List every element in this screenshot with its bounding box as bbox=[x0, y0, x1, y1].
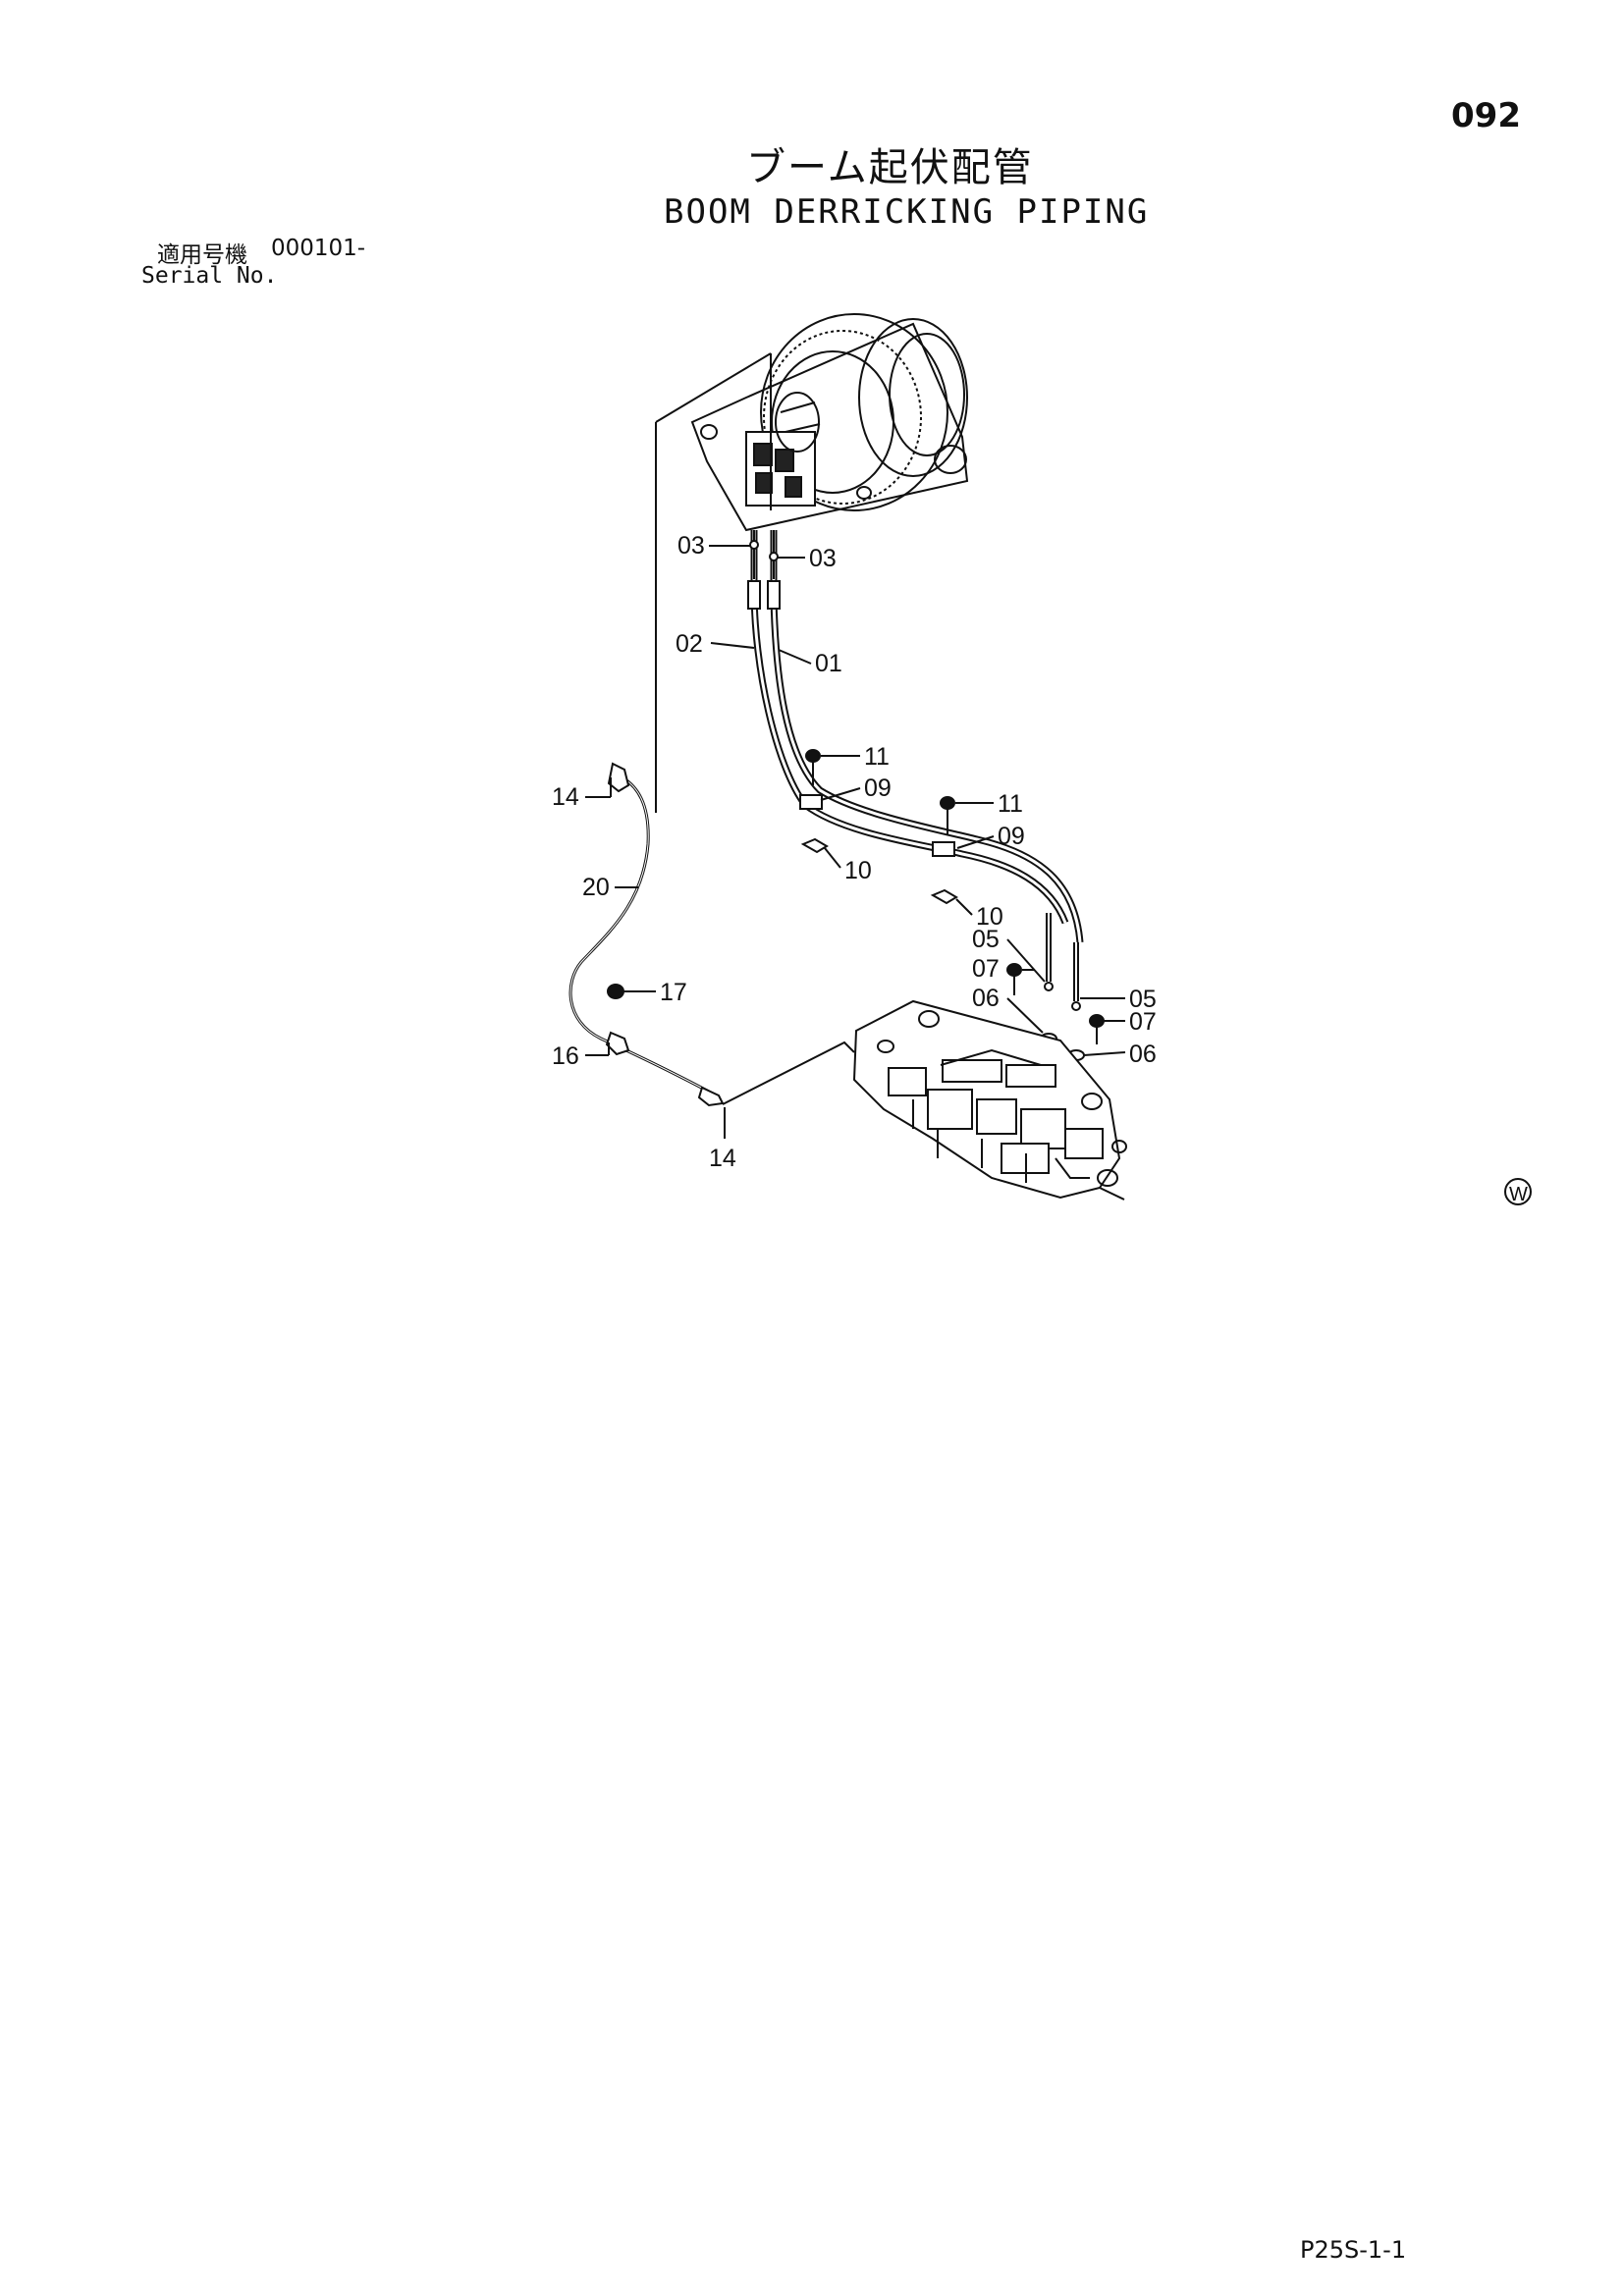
callout-09-upper: 09 bbox=[864, 774, 892, 802]
callout-03-right: 03 bbox=[809, 545, 837, 572]
callout-03-left: 03 bbox=[677, 532, 705, 560]
callout-09-lower: 09 bbox=[998, 823, 1025, 850]
callout-02: 02 bbox=[676, 630, 703, 658]
callout-11-lower: 11 bbox=[998, 790, 1023, 818]
winch-drum bbox=[690, 313, 969, 532]
callout-16: 16 bbox=[552, 1042, 579, 1070]
serial-range: 000101- bbox=[271, 236, 366, 261]
callout-11-upper: 11 bbox=[864, 743, 890, 771]
callout-07-left: 07 bbox=[972, 955, 1000, 983]
piping-diagram: 03 03 02 01 11 09 10 11 09 10 05 07 06 0… bbox=[552, 313, 1532, 1205]
callout-06-left: 06 bbox=[972, 985, 1000, 1012]
callout-17: 17 bbox=[660, 979, 687, 1006]
hose-01-02 bbox=[747, 530, 1084, 943]
control-valve bbox=[852, 999, 1127, 1201]
callout-05-left: 05 bbox=[972, 926, 1000, 953]
callout-14-upper: 14 bbox=[552, 783, 579, 811]
w-mark-icon bbox=[1504, 1178, 1532, 1205]
serial-label-japanese: 適用号機 bbox=[157, 242, 247, 268]
callout-20: 20 bbox=[582, 874, 610, 901]
footer-code: P25S-1-1 bbox=[1300, 2236, 1407, 2264]
callout-06-right: 06 bbox=[1129, 1041, 1157, 1068]
page-title-english: BOOM DERRICKING PIPING bbox=[664, 192, 1150, 232]
w-mark-label: W bbox=[1509, 1184, 1528, 1205]
callout-10-upper: 10 bbox=[844, 857, 872, 884]
serial-label-english: Serial No. bbox=[141, 263, 278, 289]
callout-07-right: 07 bbox=[1129, 1008, 1157, 1036]
callout-10-lower: 10 bbox=[976, 903, 1003, 931]
callout-05-right: 05 bbox=[1129, 986, 1157, 1013]
page-number: 092 bbox=[1451, 96, 1521, 135]
page-title-japanese: ブーム起伏配管 bbox=[746, 145, 1034, 190]
callout-01: 01 bbox=[815, 650, 842, 677]
callout-14-lower: 14 bbox=[709, 1145, 736, 1172]
